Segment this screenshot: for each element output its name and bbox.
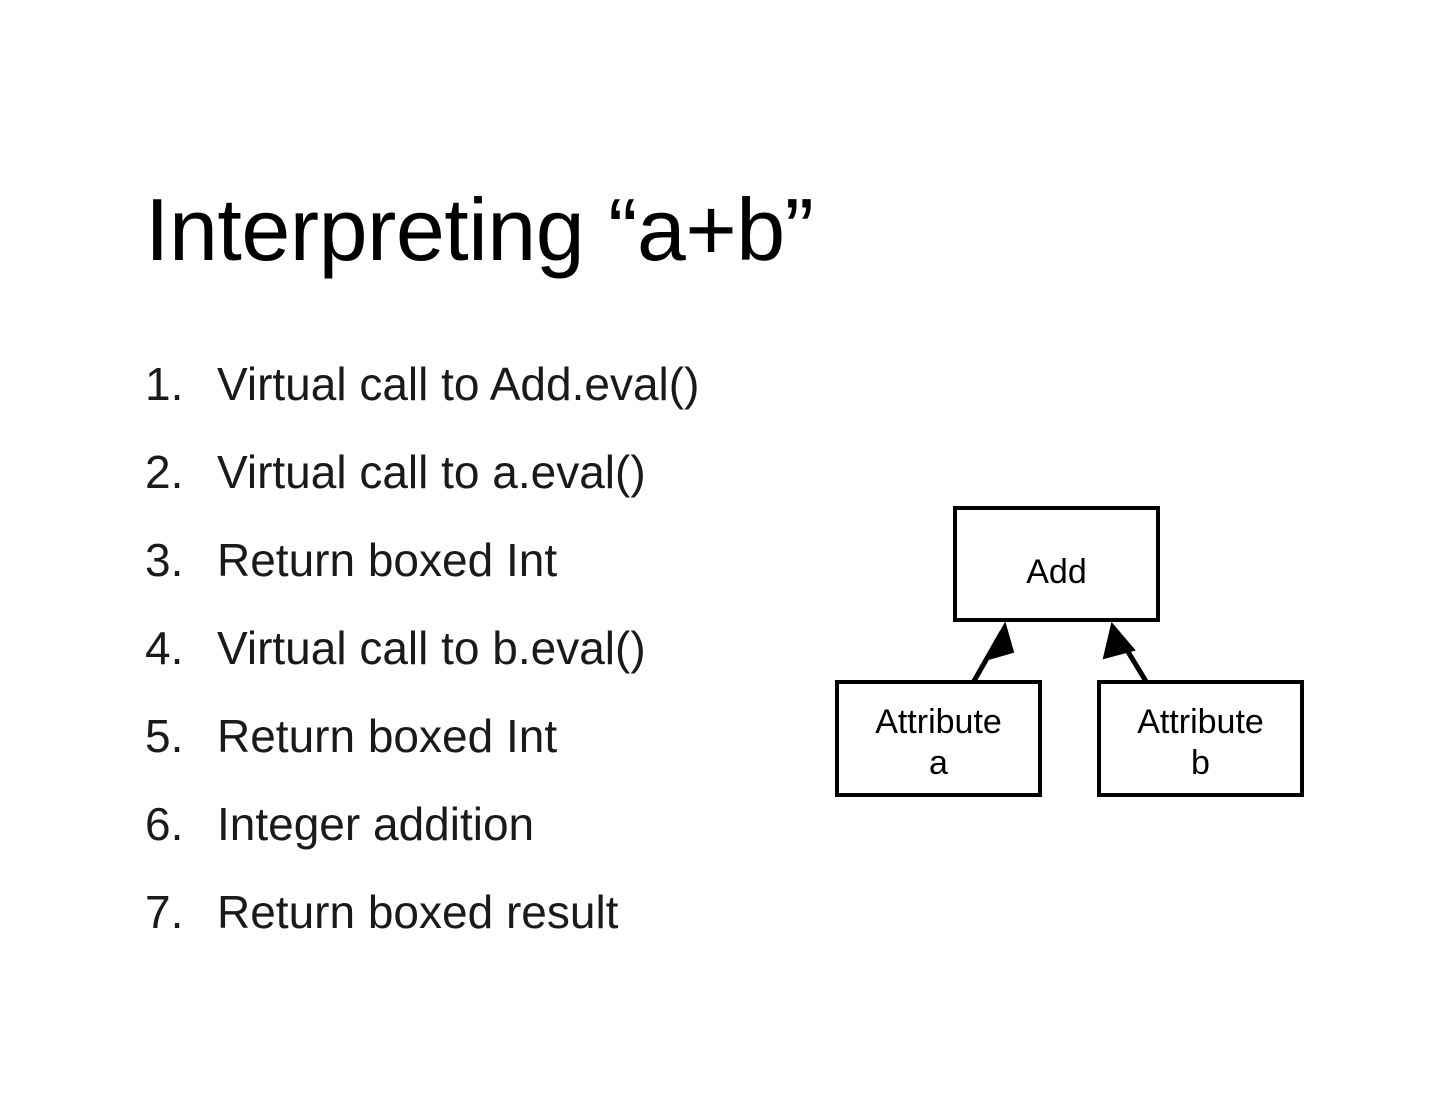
- list-item-number: 6.: [145, 798, 184, 850]
- diagram-node-add-label: Add: [1026, 553, 1087, 591]
- step-list: 1. Virtual call to Add.eval() 2. Virtual…: [145, 340, 845, 956]
- list-item: 4. Virtual call to b.eval(): [145, 604, 845, 692]
- list-item: 5. Return boxed Int: [145, 692, 845, 780]
- list-item-number: 4.: [145, 622, 184, 674]
- diagram-node-attribute-b-label: Attribute b: [1137, 702, 1264, 785]
- list-item: 2. Virtual call to a.eval(): [145, 428, 845, 516]
- list-item-number: 7.: [145, 886, 184, 938]
- list-item-label: Integer addition: [217, 798, 535, 850]
- list-item-label: Virtual call to Add.eval(): [217, 358, 700, 410]
- page-title: Interpreting “a+b”: [145, 180, 814, 279]
- list-item: 6. Integer addition: [145, 780, 845, 868]
- list-item: 1. Virtual call to Add.eval(): [145, 340, 845, 428]
- list-item-number: 3.: [145, 534, 184, 586]
- list-item-label: Virtual call to b.eval(): [217, 622, 646, 674]
- diagram-node-attribute-b-line2: b: [1191, 744, 1210, 783]
- list-item-label: Return boxed result: [217, 886, 619, 938]
- list-item-label: Return boxed Int: [217, 710, 558, 762]
- list-item: 3. Return boxed Int: [145, 516, 845, 604]
- list-item-number: 1.: [145, 358, 184, 410]
- edge-attr-a-to-add: [967, 621, 1015, 690]
- list-item: 7. Return boxed result: [145, 868, 845, 956]
- diagram-edges: [967, 621, 1153, 690]
- edge-attr-b-to-add: [1102, 621, 1153, 690]
- list-item-number: 5.: [145, 710, 184, 762]
- list-item-label: Return boxed Int: [217, 534, 558, 586]
- diagram-node-add: Add: [953, 506, 1160, 622]
- diagram-node-attribute-a-line1: Attribute: [875, 703, 1002, 741]
- list-item-number: 2.: [145, 446, 184, 498]
- diagram-node-attribute-b: Attribute b: [1097, 680, 1304, 797]
- diagram-node-attribute-a-line2: a: [929, 744, 948, 783]
- list-item-label: Virtual call to a.eval(): [217, 446, 646, 498]
- diagram-node-attribute-a-label: Attribute a: [875, 702, 1002, 785]
- diagram-node-attribute-a: Attribute a: [835, 680, 1042, 797]
- diagram-node-attribute-b-line1: Attribute: [1137, 703, 1264, 741]
- ast-diagram: Add Attribute a Attribute b: [820, 480, 1330, 820]
